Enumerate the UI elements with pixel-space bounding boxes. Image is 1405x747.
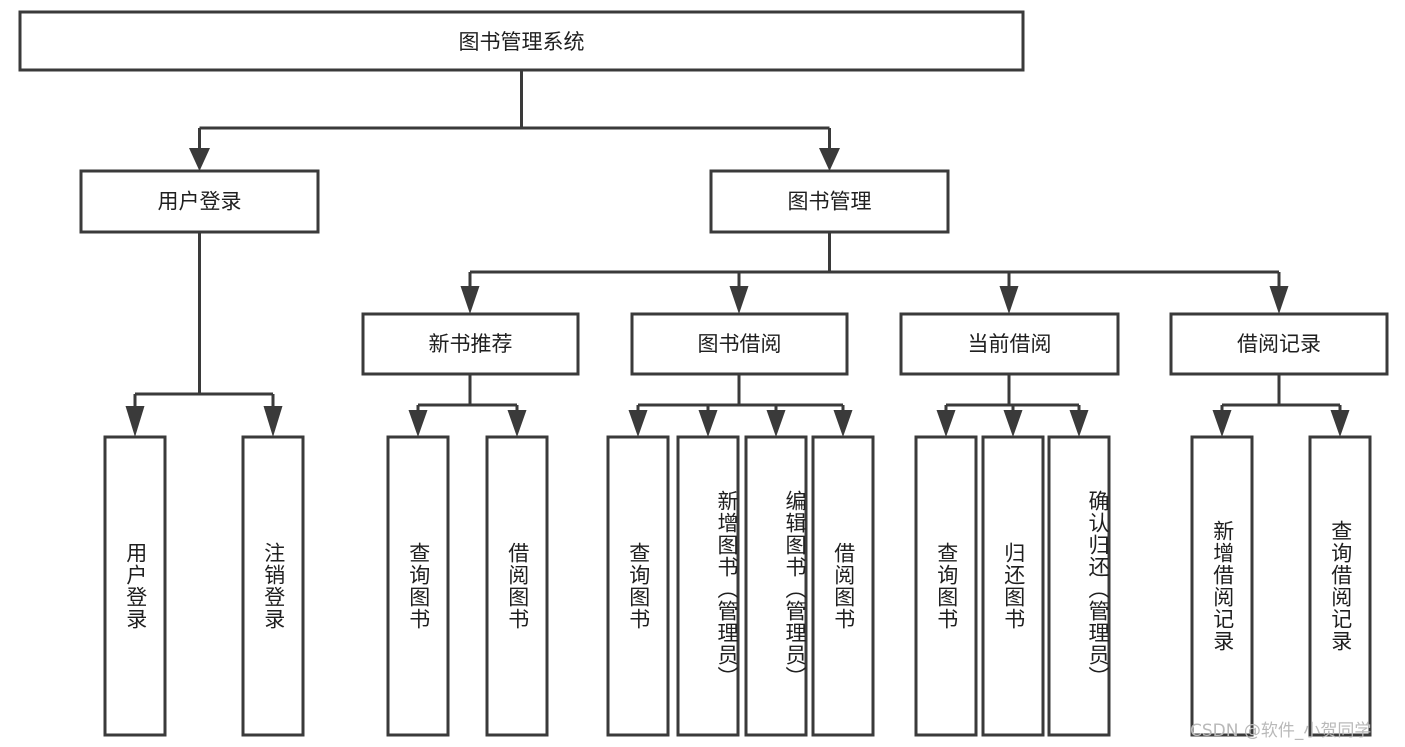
node-book-borrow-label: 图书借阅 <box>698 332 782 356</box>
arrowhead-leaf-borrow-book-1 <box>507 410 527 437</box>
leaf-box-confirm-return[interactable] <box>1047 435 1111 737</box>
arrowhead-leaf-return-book <box>1003 410 1023 437</box>
node-root[interactable]: 图书管理系统 <box>18 10 1025 72</box>
arrowhead-leaf-logout <box>263 406 283 437</box>
arrowhead-user-login <box>189 148 210 171</box>
leaf-box-query-record[interactable] <box>1308 435 1372 737</box>
node-user-login[interactable]: 用户登录 <box>79 169 320 234</box>
arrowhead-leaf-query-book-2 <box>628 410 648 437</box>
node-user-login-box[interactable] <box>79 169 320 234</box>
leaf-box-query-book-3[interactable] <box>914 435 978 737</box>
leaf-box-logout[interactable] <box>241 435 305 737</box>
node-book-management[interactable]: 图书管理 <box>709 169 950 234</box>
csdn-watermark: CSDN @软件_小贺同学 <box>1190 721 1372 741</box>
leaf-box-return-book[interactable] <box>981 435 1045 737</box>
leaf-box-edit-book[interactable] <box>744 435 808 737</box>
arrowhead-book-mgmt <box>819 148 840 171</box>
arrowhead-leaf-query-book-3 <box>936 410 956 437</box>
leaf-box-add-book[interactable] <box>676 435 740 737</box>
arrowhead-leaf-query-book-1 <box>408 410 428 437</box>
node-borrow-record[interactable]: 借阅记录 <box>1169 312 1389 376</box>
arrowhead-current-borrow <box>999 286 1019 314</box>
leaf-box-query-book-1[interactable] <box>386 435 450 737</box>
node-book-management-label: 图书管理 <box>788 190 872 214</box>
leaf-box-layer[interactable] <box>103 435 1372 737</box>
node-book-management-box[interactable] <box>709 169 950 234</box>
arrowhead-leaf-borrow-book-2 <box>833 410 853 437</box>
node-current-borrow-label: 当前借阅 <box>968 332 1052 356</box>
arrowhead-book-borrow <box>729 286 749 314</box>
node-root-label: 图书管理系统 <box>459 30 585 54</box>
leaf-box-user-login[interactable] <box>103 435 167 737</box>
connector-layer <box>125 70 1350 437</box>
node-book-borrow-box[interactable] <box>630 312 849 376</box>
arrowhead-leaf-add-record <box>1212 410 1232 437</box>
node-borrow-record-label: 借阅记录 <box>1237 332 1321 356</box>
node-current-borrow-box[interactable] <box>899 312 1120 376</box>
arrowhead-leaf-user-login <box>125 406 145 437</box>
leaf-box-query-book-2[interactable] <box>606 435 670 737</box>
node-new-book-recommend-box[interactable] <box>361 312 580 376</box>
node-borrow-record-box[interactable] <box>1169 312 1389 376</box>
node-current-borrow[interactable]: 当前借阅 <box>899 312 1120 376</box>
arrowhead-leaf-add-book <box>698 410 718 437</box>
leaf-box-add-record[interactable] <box>1190 435 1254 737</box>
node-book-borrow[interactable]: 图书借阅 <box>630 312 849 376</box>
arrowhead-leaf-confirm-return <box>1069 410 1089 437</box>
arrowhead-new-book-rec <box>460 286 480 314</box>
leaf-box-borrow-book-1[interactable] <box>485 435 549 737</box>
arrowhead-leaf-edit-book <box>766 410 786 437</box>
node-new-book-recommend-label: 新书推荐 <box>429 332 513 356</box>
node-new-book-recommend[interactable]: 新书推荐 <box>361 312 580 376</box>
arrowhead-leaf-query-record <box>1330 410 1350 437</box>
node-root-box[interactable] <box>18 10 1025 72</box>
node-user-login-label: 用户登录 <box>158 190 242 214</box>
arrowhead-borrow-record <box>1269 286 1289 314</box>
leaf-box-borrow-book-2[interactable] <box>811 435 875 737</box>
